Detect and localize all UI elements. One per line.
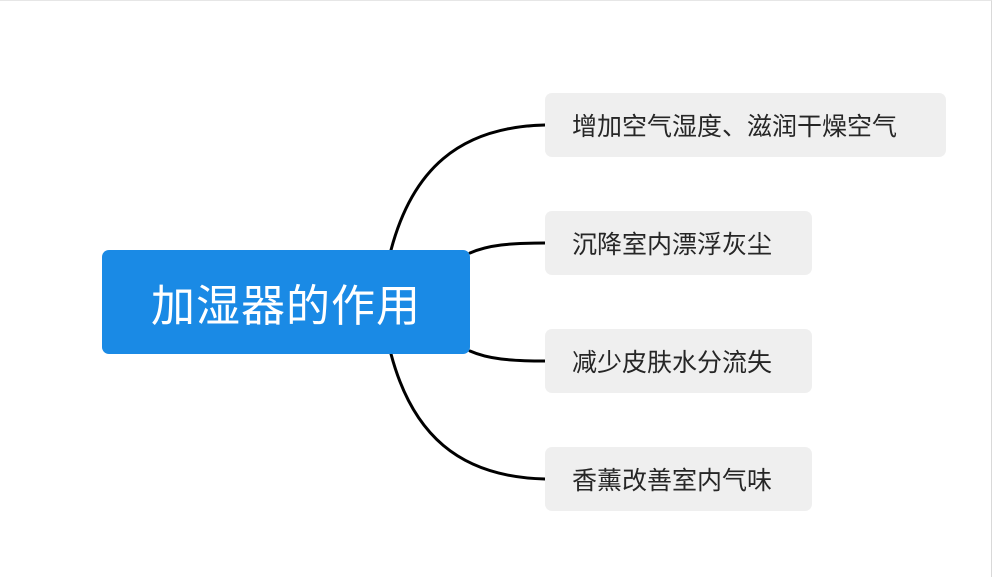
connector-2 bbox=[468, 241, 547, 255]
connector-4 bbox=[389, 352, 547, 481]
subtopic-label: 增加空气湿度、滋润干燥空气 bbox=[572, 112, 898, 141]
connector-3 bbox=[468, 349, 547, 363]
subtopic-label: 减少皮肤水分流失 bbox=[572, 348, 773, 377]
connector-1 bbox=[389, 123, 547, 252]
subtopic-humidify[interactable]: 增加空气湿度、滋润干燥空气 bbox=[545, 93, 946, 157]
root-topic-label: 加湿器的作用 bbox=[151, 281, 421, 332]
subtopic-label: 沉降室内漂浮灰尘 bbox=[572, 230, 773, 259]
subtopic-aroma[interactable]: 香薰改善室内气味 bbox=[545, 447, 812, 511]
subtopic-settle-dust[interactable]: 沉降室内漂浮灰尘 bbox=[545, 211, 812, 275]
root-topic[interactable]: 加湿器的作用 bbox=[102, 250, 470, 354]
subtopic-label: 香薰改善室内气味 bbox=[572, 466, 773, 495]
subtopic-reduce-skin-moisture-loss[interactable]: 减少皮肤水分流失 bbox=[545, 329, 812, 393]
